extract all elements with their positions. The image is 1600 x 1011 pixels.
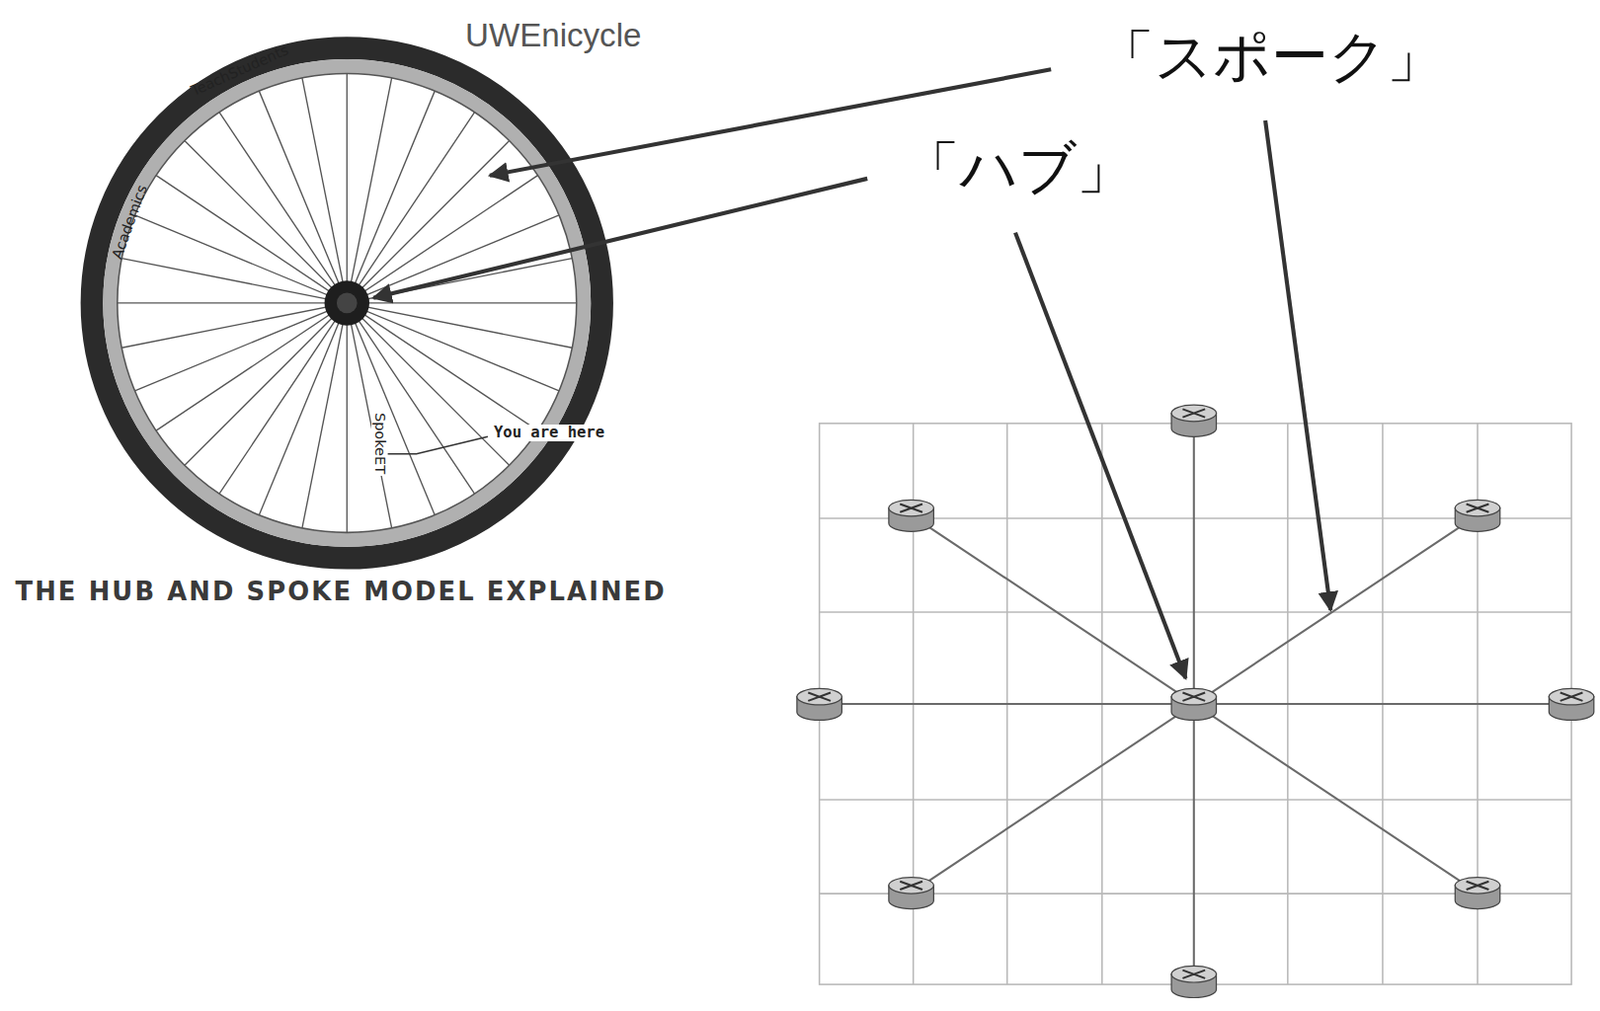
spoke-text: SpokeET <box>371 410 388 477</box>
logo-text: UWEnicycle <box>465 17 641 54</box>
router-icons <box>797 404 1595 998</box>
bicycle-wheel <box>91 48 603 560</box>
callout-label: 「スポーク」 <box>1097 25 1444 89</box>
network-grid <box>819 423 1572 985</box>
caption-text: THE HUB AND SPOKE MODEL EXPLAINED <box>14 577 666 606</box>
callout-label: 「ハブ」 <box>902 137 1134 201</box>
note-text: You are here <box>491 424 607 442</box>
network-links <box>819 420 1572 982</box>
